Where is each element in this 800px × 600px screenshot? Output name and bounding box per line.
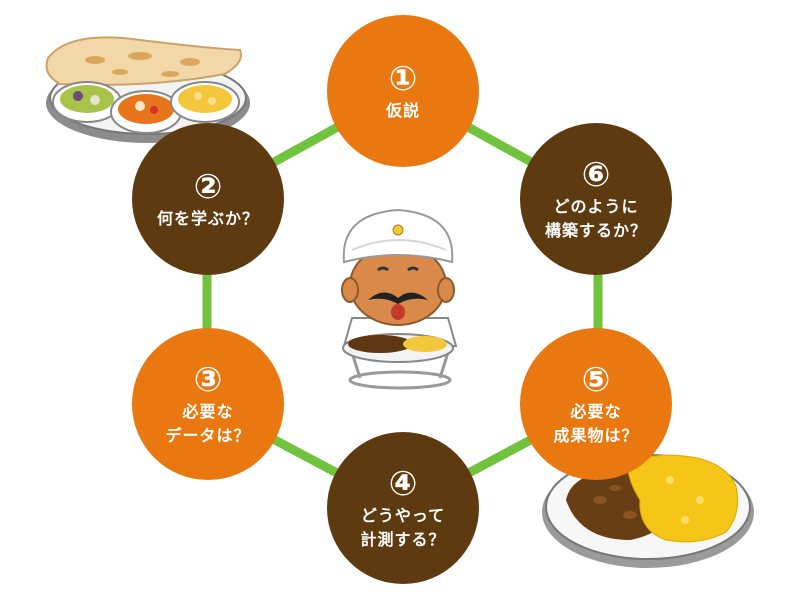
step-1-hypothesis: ① 仮説 [327, 15, 479, 167]
step-5-required-deliverables: ⑤ 必要な 成果物は？ [520, 328, 672, 480]
step-4-number: ④ [388, 464, 418, 504]
step-1-label: 仮説 [385, 101, 420, 120]
naan-curry-plate-illustration [45, 36, 250, 143]
step-2-label: 何を学ぶか？ [156, 209, 259, 228]
curry-rice-plate-illustration [542, 454, 754, 568]
step-6-label: どのように 構築するか？ [544, 197, 647, 240]
step-3-label: 必要な データは？ [165, 402, 251, 445]
step-3-number: ③ [193, 360, 223, 400]
step-4-how-to-measure: ④ どうやって 計測する？ [327, 432, 479, 584]
step-1-number: ① [388, 59, 418, 99]
step-4-label: どうやって 計測する？ [360, 506, 446, 549]
step-2-what-to-learn: ② 何を学ぶか？ [132, 123, 284, 275]
step-3-required-data: ③ 必要な データは？ [132, 328, 284, 480]
step-2-number: ② [193, 167, 223, 207]
indian-chef-illustration [341, 208, 458, 390]
step-5-label: 必要な 成果物は？ [553, 402, 639, 445]
step-6-number: ⑥ [581, 155, 611, 195]
step-5-number: ⑤ [581, 360, 611, 400]
step-6-how-to-build: ⑥ どのように 構築するか？ [520, 123, 672, 275]
